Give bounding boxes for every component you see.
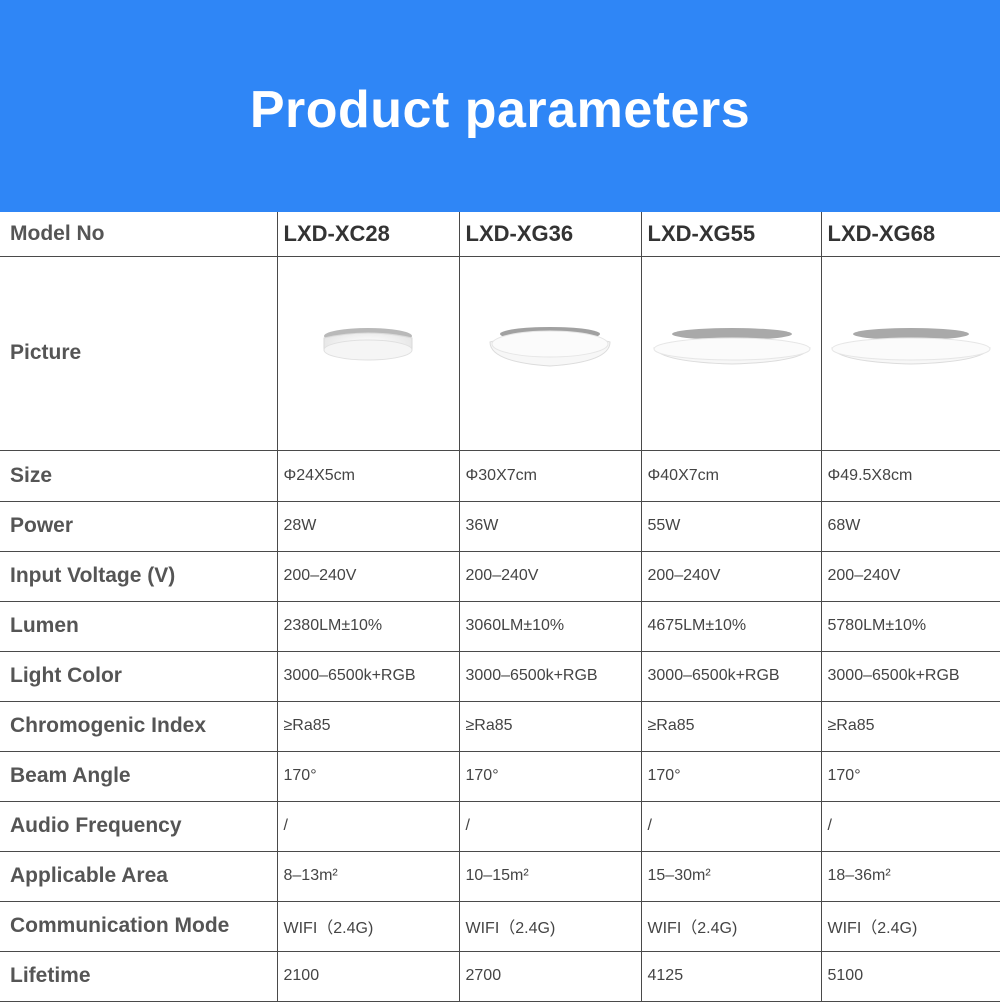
model-name: LXD-XG55: [640, 212, 822, 257]
parameters-table: Model No LXD-XC28 LXD-XG36 LXD-XG55 LXD-…: [0, 212, 1000, 1002]
spec-value: 4125: [640, 950, 822, 1002]
model-row: Model No LXD-XC28 LXD-XG36 LXD-XG55 LXD-…: [0, 212, 1000, 257]
spec-value: Φ30X7cm: [458, 449, 642, 502]
spec-value: WIFI（2.4G): [458, 900, 642, 952]
spec-value: 4675LM±10%: [640, 600, 822, 652]
header-banner: Product parameters: [0, 0, 1000, 212]
spec-value: ≥Ra85: [820, 700, 1000, 752]
row-label: Applicable Area: [0, 850, 278, 902]
model-name: LXD-XG36: [458, 212, 642, 257]
spec-value: 28W: [276, 500, 460, 552]
row-label: Size: [0, 449, 278, 502]
row-label: Input Voltage (V): [0, 550, 278, 602]
spec-value: ≥Ra85: [458, 700, 642, 752]
spec-value: 200–240V: [820, 550, 1000, 602]
spec-value: 3000–6500k+RGB: [640, 650, 822, 702]
spec-value: 2380LM±10%: [276, 600, 460, 652]
spec-value: 170°: [458, 750, 642, 802]
spec-value: 170°: [820, 750, 1000, 802]
spec-value: 18–36m²: [820, 850, 1000, 902]
spec-value: 10–15m²: [458, 850, 642, 902]
spec-row: Audio Frequency////: [0, 800, 1000, 852]
spec-value: 8–13m²: [276, 850, 460, 902]
product-picture: [820, 255, 1000, 451]
spec-value: WIFI（2.4G): [276, 900, 460, 952]
spec-value: 170°: [640, 750, 822, 802]
row-label: Picture: [0, 255, 278, 451]
row-label: Light Color: [0, 650, 278, 702]
spec-value: ≥Ra85: [276, 700, 460, 752]
spec-value: 36W: [458, 500, 642, 552]
spec-value: 55W: [640, 500, 822, 552]
product-picture: [276, 255, 460, 451]
spec-row: Chromogenic Index≥Ra85≥Ra85≥Ra85≥Ra85: [0, 700, 1000, 752]
row-label: Communication Mode: [0, 900, 278, 952]
spec-value: Φ24X5cm: [276, 449, 460, 502]
spec-value: 3060LM±10%: [458, 600, 642, 652]
ceiling-lamp-image: [323, 328, 413, 361]
product-picture: [640, 255, 822, 451]
page-title: Product parameters: [249, 81, 751, 139]
row-label: Model No: [0, 212, 278, 257]
spec-value: /: [820, 800, 1000, 852]
spec-value: 200–240V: [640, 550, 822, 602]
spec-value: 2700: [458, 950, 642, 1002]
row-label: Lumen: [0, 600, 278, 652]
spec-value: /: [276, 800, 460, 852]
row-label: Chromogenic Index: [0, 700, 278, 752]
ceiling-lamp-image: [830, 328, 991, 365]
model-name: LXD-XG68: [820, 212, 1000, 257]
spec-value: 3000–6500k+RGB: [276, 650, 460, 702]
ceiling-lamp-image: [489, 327, 611, 367]
spec-value: /: [640, 800, 822, 852]
spec-value: 170°: [276, 750, 460, 802]
row-label: Lifetime: [0, 950, 278, 1002]
row-label: Audio Frequency: [0, 800, 278, 852]
spec-value: 5100: [820, 950, 1000, 1002]
spec-value: ≥Ra85: [640, 700, 822, 752]
spec-value: 3000–6500k+RGB: [820, 650, 1000, 702]
picture-row: Picture: [0, 255, 1000, 451]
spec-value: Φ40X7cm: [640, 449, 822, 502]
product-picture: [458, 255, 642, 451]
spec-value: 5780LM±10%: [820, 600, 1000, 652]
spec-value: 200–240V: [276, 550, 460, 602]
spec-value: WIFI（2.4G): [640, 900, 822, 952]
spec-value: WIFI（2.4G): [820, 900, 1000, 952]
spec-value: 15–30m²: [640, 850, 822, 902]
row-label: Power: [0, 500, 278, 552]
spec-value: /: [458, 800, 642, 852]
spec-value: 3000–6500k+RGB: [458, 650, 642, 702]
row-label: Beam Angle: [0, 750, 278, 802]
spec-value: 68W: [820, 500, 1000, 552]
spec-value: 200–240V: [458, 550, 642, 602]
spec-value: Φ49.5X8cm: [820, 449, 1000, 502]
model-name: LXD-XC28: [276, 212, 460, 257]
ceiling-lamp-image: [652, 328, 811, 365]
spec-value: 2100: [276, 950, 460, 1002]
